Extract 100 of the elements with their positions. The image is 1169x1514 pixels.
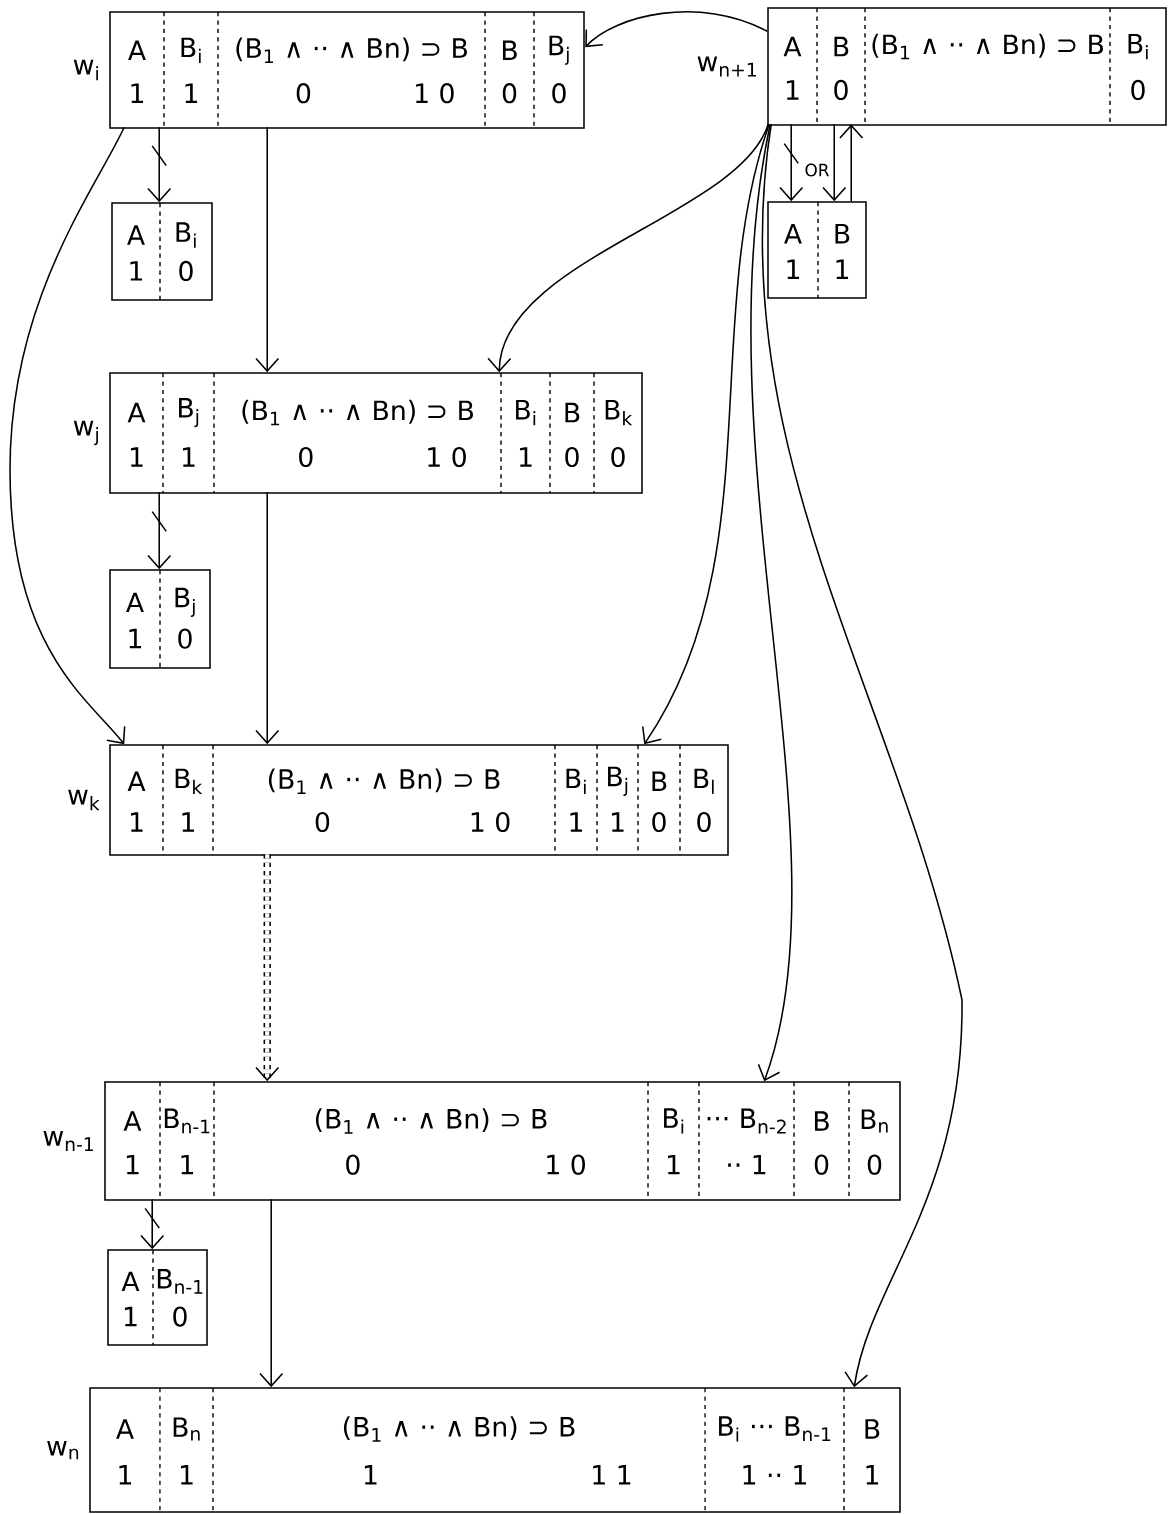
cell-text: 0 bbox=[565, 446, 579, 468]
cell-text: 1 0 bbox=[428, 446, 466, 468]
cell-text: 0 bbox=[179, 260, 193, 281]
cell-text: B$_{n-1}$ bbox=[157, 1269, 203, 1294]
cell-text: 0 bbox=[173, 1306, 187, 1327]
cell-text: (B$_{1}$ ∧ ·· ∧ Bn) ⊃ B bbox=[872, 33, 1103, 60]
cell-text: 1 1 bbox=[593, 1465, 631, 1485]
cell-text: 1 0 bbox=[416, 83, 454, 104]
cell-text: 1 bbox=[364, 1465, 377, 1485]
cell-text: 1 bbox=[126, 1154, 139, 1175]
cell-text: B$_{i}$ bbox=[176, 222, 196, 248]
cell-text: B$_{j}$ bbox=[175, 587, 195, 617]
cell-text: 1 bbox=[182, 447, 195, 467]
cell-text: 1 bbox=[119, 1465, 132, 1485]
cell-text: B$_{n-1}$ bbox=[164, 1108, 210, 1134]
cell-text: 0 bbox=[552, 83, 566, 104]
arrow bbox=[255, 491, 280, 745]
cell-text: 1 0 bbox=[547, 1154, 585, 1175]
cell-text: B$_{l}$ bbox=[694, 768, 714, 794]
cell-text: B$_{k}$ bbox=[175, 768, 203, 794]
cell-text: 1 bbox=[611, 812, 624, 832]
arrow bbox=[839, 124, 864, 202]
cell-text: (B$_{1}$ ∧ ·· ∧ Bn) ⊃ B bbox=[268, 768, 500, 795]
cell-text: 1 bbox=[130, 447, 143, 467]
cell-text: 0 bbox=[502, 83, 517, 104]
arrow bbox=[255, 854, 280, 1082]
cell-text: 0 bbox=[299, 446, 313, 468]
cell-text: 1 bbox=[131, 83, 144, 103]
world-label: w$_{j}$ bbox=[73, 420, 98, 446]
cell-text: 1 bbox=[180, 1465, 193, 1485]
world-label: w$_{n}$ bbox=[47, 1440, 79, 1460]
cell-text: A bbox=[123, 1111, 142, 1131]
cell-text: B bbox=[834, 36, 849, 57]
cell-text: B$_{j}$ bbox=[549, 35, 569, 65]
cell-text: 1 bbox=[130, 261, 143, 281]
cell-text: 0 bbox=[346, 1154, 360, 1175]
arrow bbox=[585, 11, 768, 48]
cell-text: B$_{j}$ bbox=[179, 398, 199, 428]
cell-text: A bbox=[116, 1419, 134, 1439]
cell-text: ·· 1 bbox=[728, 1154, 766, 1175]
cell-text: 0 bbox=[814, 1154, 829, 1175]
arrow bbox=[9, 126, 126, 745]
arrow bbox=[641, 123, 770, 745]
cell-text: B$_{i}$ bbox=[181, 37, 201, 63]
cell-text: B$_{i}$ bbox=[1128, 33, 1148, 60]
cell-text: 1 bbox=[570, 812, 583, 832]
cell-text: B bbox=[835, 223, 850, 244]
arrow bbox=[487, 123, 769, 373]
cell-text: 0 bbox=[697, 811, 711, 833]
cell-text: 1 bbox=[130, 812, 143, 832]
cell-text: A bbox=[783, 36, 802, 57]
cell-text: 0 bbox=[867, 1154, 882, 1175]
world-label: w$_{i}$ bbox=[73, 59, 98, 81]
arrow bbox=[147, 491, 172, 570]
cell-text: 1 0 bbox=[471, 811, 510, 833]
cell-text: 0 bbox=[652, 811, 666, 833]
arrow bbox=[779, 123, 804, 202]
cell-text: B$_{j}$ bbox=[608, 766, 628, 796]
cell-text: (B$_{1}$ ∧ ·· ∧ Bn) ⊃ B bbox=[242, 399, 473, 426]
cell-text: (B$_{1}$ ∧ ·· ∧ Bn) ⊃ B bbox=[236, 37, 467, 64]
cell-text: A bbox=[784, 223, 802, 244]
world-label: w$_{k}$ bbox=[68, 789, 100, 811]
world-label: w$_{n+1}$ bbox=[697, 56, 756, 77]
arrow bbox=[140, 1198, 165, 1250]
cell-text: B$_{i}$ bbox=[566, 768, 586, 794]
cell-text: B$_{i}$ bbox=[664, 1108, 684, 1134]
cell-text: 1 bbox=[787, 259, 800, 279]
cell-text: B$_{k}$ bbox=[605, 399, 633, 426]
cell-text: 0 bbox=[834, 79, 848, 100]
cell-text: B$_{i}$ ··· B$_{n-1}$ bbox=[719, 1416, 831, 1442]
cell-text: B bbox=[815, 1111, 829, 1131]
cell-text: 0 bbox=[296, 83, 311, 104]
cell-text: (B$_{1}$ ∧ ·· ∧ Bn) ⊃ B bbox=[315, 1108, 547, 1134]
cell-text: A bbox=[127, 771, 146, 791]
cell-text: A bbox=[128, 40, 146, 60]
cell-text: A bbox=[121, 1271, 140, 1292]
cell-text: 0 bbox=[178, 628, 192, 649]
cell-text: B bbox=[503, 40, 517, 60]
arrow bbox=[822, 123, 847, 202]
cell-text: 0 bbox=[315, 811, 330, 833]
cell-text: B$_{i}$ bbox=[516, 399, 536, 426]
cell-text: B bbox=[652, 771, 667, 791]
cell-text: B$_{n}$ bbox=[861, 1109, 888, 1133]
cell-text: 0 bbox=[611, 446, 625, 468]
arrow bbox=[750, 123, 793, 1082]
cell-text: A bbox=[127, 402, 146, 423]
world-label: w$_{n-1}$ bbox=[43, 1131, 93, 1151]
cell-text: (B$_{1}$ ∧ ·· ∧ Bn) ⊃ B bbox=[343, 1416, 575, 1442]
cell-text: ··· B$_{n-2}$ bbox=[707, 1108, 786, 1134]
cell-text: 1 bbox=[667, 1154, 680, 1175]
arrow bbox=[147, 126, 172, 203]
cell-text: 1 bbox=[124, 1306, 137, 1327]
cell-text: 1 bbox=[836, 259, 849, 279]
edge-label: OR bbox=[803, 162, 831, 178]
cell-text: 1 bbox=[786, 80, 799, 100]
cell-text: A bbox=[126, 592, 144, 613]
cell-text: B bbox=[565, 402, 580, 423]
cell-text: 1 bbox=[866, 1465, 879, 1485]
arrow bbox=[255, 126, 280, 373]
cell-text: 0 bbox=[1131, 79, 1145, 100]
